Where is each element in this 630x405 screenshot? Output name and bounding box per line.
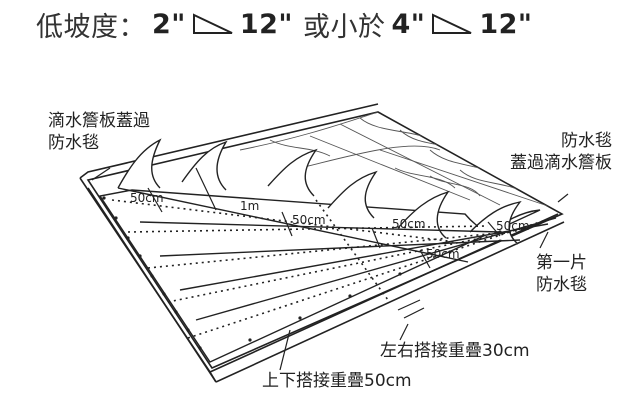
callout-line: 防水毯	[536, 275, 587, 295]
callout-line: 蓋過滴水簷板	[510, 153, 612, 173]
callout-vertical-overlap: 上下搭接重疊50cm	[262, 370, 412, 392]
title-label: 低坡度：	[36, 11, 146, 43]
callout-line: 第一片	[536, 253, 587, 273]
overlap-lines	[111, 199, 553, 339]
nail-dots	[102, 196, 502, 350]
slope1-run: 12"	[239, 8, 293, 40]
slope1-rise: 2"	[152, 8, 186, 40]
callout-side-overlap: 左右搭接重疊30cm	[380, 340, 530, 362]
callout-line: 上下搭接重疊50cm	[262, 371, 412, 391]
slope-triangle-icon	[432, 13, 472, 34]
dim-label-50cm: 50cm	[392, 217, 426, 231]
callout-line: 滴水簷板蓋過	[48, 111, 150, 131]
page-title: 低坡度： 2" 12" 或小於 4" 12"	[36, 4, 533, 44]
dim-label-50cm: 50cm	[130, 191, 164, 205]
callout-first-felt: 第一片 防水毯	[536, 252, 587, 296]
callout-line: 左右搭接重疊30cm	[380, 341, 530, 361]
callout-drip-edge-over-felt: 滴水簷板蓋過 防水毯	[48, 110, 150, 154]
callout-line: 防水毯	[561, 131, 612, 151]
leader-lines	[91, 167, 569, 371]
slope-triangle-icon	[192, 13, 233, 34]
dimension-arrows	[147, 167, 501, 319]
dim-label-1m: 1m	[240, 199, 259, 213]
dim-label-50cm: 50cm	[292, 213, 326, 227]
felt-sheets	[98, 138, 541, 363]
dim-label-50cm: 50cm	[496, 219, 530, 233]
callout-line: 防水毯	[48, 133, 99, 153]
title-connector: 或小於	[303, 11, 386, 43]
dim-label-50cm: 50cm	[426, 247, 460, 261]
callout-felt-over-drip-edge: 防水毯 蓋過滴水簷板	[510, 130, 612, 174]
slope2-run: 12"	[479, 8, 533, 40]
slope2-rise: 4"	[391, 8, 426, 40]
